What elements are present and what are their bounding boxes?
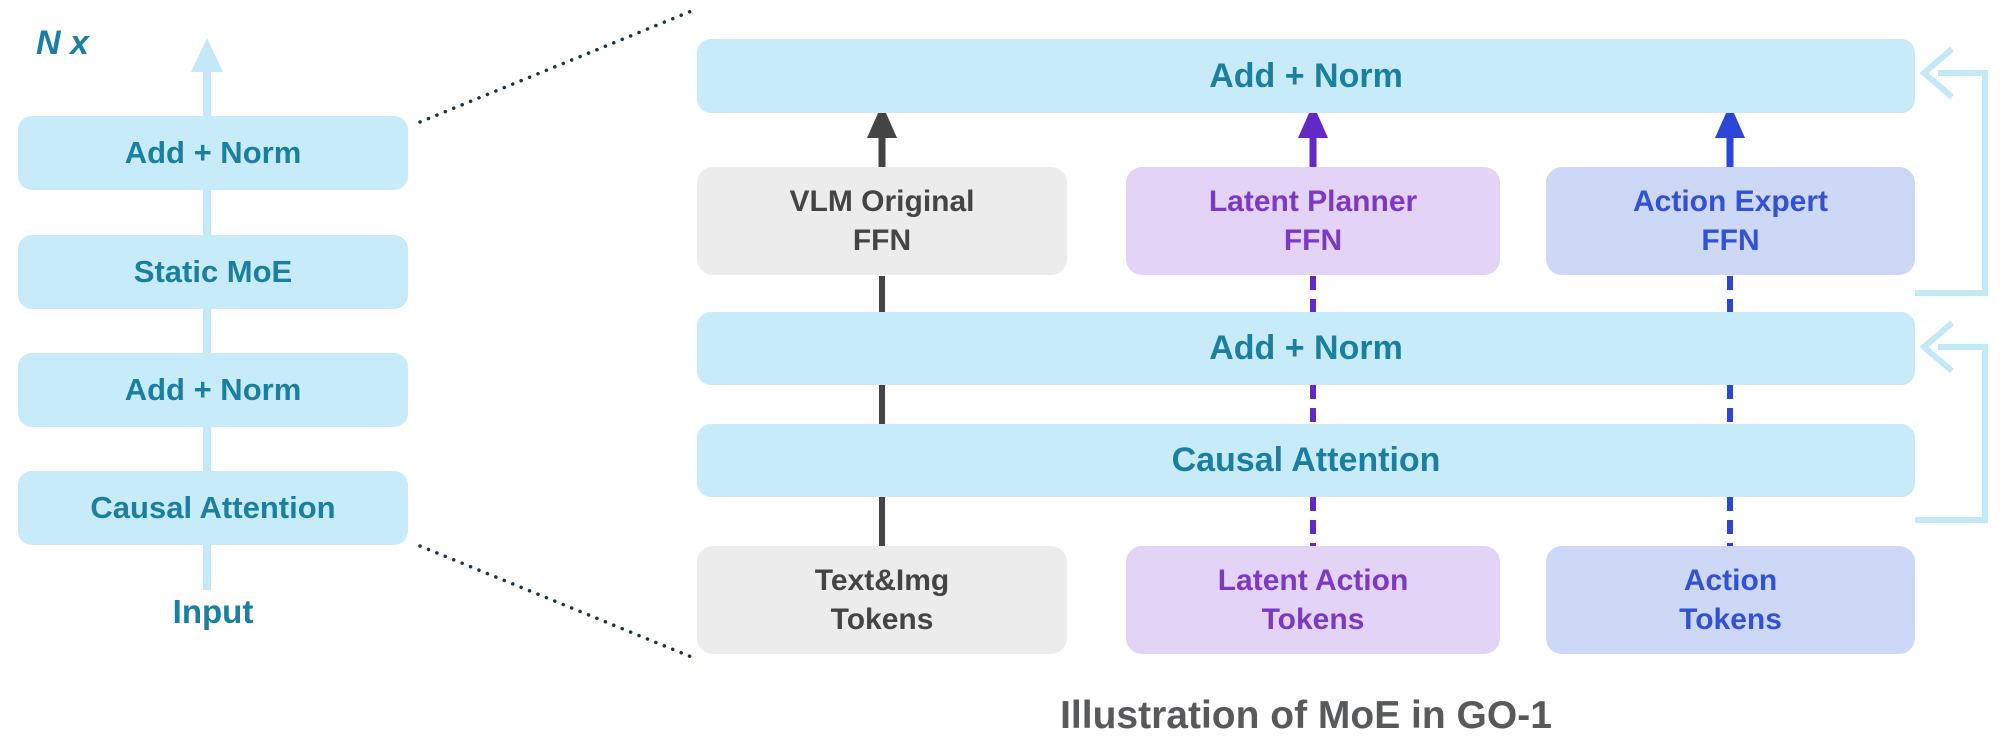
zoom-connector-top bbox=[418, 8, 696, 124]
vlm-original-ffn-block: VLM Original FFN bbox=[697, 167, 1067, 275]
input-label: Input bbox=[172, 593, 254, 630]
latent-planner-ffn-block: Latent Planner FFN bbox=[1126, 167, 1500, 275]
residual-skip-attention-arrowhead bbox=[1919, 320, 1954, 374]
residual-skip-ffn-arrowhead bbox=[1919, 46, 1954, 100]
left-add-norm-top-block: Add + Norm bbox=[18, 116, 408, 190]
text-img-tokens-block: Text&Img Tokens bbox=[697, 546, 1067, 654]
repeat-count-label: N x bbox=[36, 24, 89, 62]
detail-add-norm-top-bar: Add + Norm bbox=[697, 39, 1915, 113]
figure-caption: Illustration of MoE in GO-1 bbox=[1060, 694, 1552, 737]
detail-add-norm-mid-bar: Add + Norm bbox=[697, 312, 1915, 385]
left-causal-attention-block: Causal Attention bbox=[18, 471, 408, 545]
zoom-connector-bottom bbox=[418, 544, 696, 660]
residual-skip-attention bbox=[1915, 344, 1988, 523]
residual-skip-ffn bbox=[1915, 70, 1988, 296]
action-arrow-head bbox=[1715, 104, 1745, 138]
left-flow-arrow-head bbox=[191, 38, 223, 72]
latent-action-tokens-block: Latent Action Tokens bbox=[1126, 546, 1500, 654]
planner-arrow-head bbox=[1298, 104, 1328, 138]
left-add-norm-bottom-block: Add + Norm bbox=[18, 353, 408, 427]
action-tokens-block: Action Tokens bbox=[1546, 546, 1915, 654]
detail-causal-attention-bar: Causal Attention bbox=[697, 424, 1915, 497]
action-expert-ffn-block: Action Expert FFN bbox=[1546, 167, 1915, 275]
left-static-moe-block: Static MoE bbox=[18, 235, 408, 309]
vlm-arrow-head bbox=[867, 104, 897, 138]
